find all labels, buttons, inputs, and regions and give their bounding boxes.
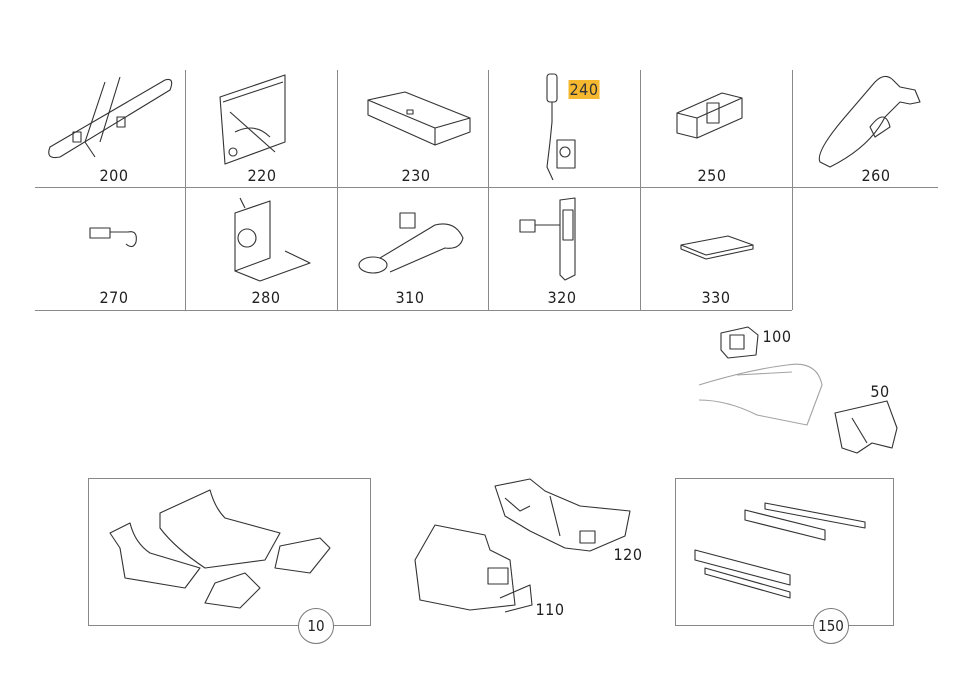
callout-150[interactable]: 150 xyxy=(813,608,849,644)
part-200-drawing[interactable] xyxy=(45,72,175,162)
part-120-drawing[interactable] xyxy=(490,476,635,561)
grid-divider-v4 xyxy=(640,70,641,310)
part-label-310[interactable]: 310 xyxy=(395,288,425,307)
highlighted-part-number: 240 xyxy=(568,80,600,99)
part-330-drawing[interactable] xyxy=(678,233,758,263)
part-label-220[interactable]: 220 xyxy=(247,166,277,185)
callout-110[interactable]: 110 xyxy=(535,600,565,619)
part-270-drawing[interactable] xyxy=(88,222,143,252)
grid-divider-h1 xyxy=(35,187,938,188)
part-label-280[interactable]: 280 xyxy=(251,288,281,307)
part-310-drawing[interactable] xyxy=(355,210,470,280)
part-110-drawing[interactable] xyxy=(410,520,535,615)
console-assembly-drawing xyxy=(698,363,823,426)
callout-100[interactable]: 100 xyxy=(762,327,792,346)
part-260-drawing[interactable] xyxy=(815,72,925,172)
part-label-260[interactable]: 260 xyxy=(861,166,891,185)
part-50-drawing[interactable] xyxy=(832,398,902,458)
part-10-drawing[interactable] xyxy=(105,488,355,609)
floor-mats-panel xyxy=(88,478,371,626)
part-250-drawing[interactable] xyxy=(672,88,747,143)
sill-strips-panel xyxy=(675,478,894,626)
part-150-drawing[interactable] xyxy=(690,500,880,600)
part-label-200[interactable]: 200 xyxy=(99,166,129,185)
part-320-drawing[interactable] xyxy=(515,195,590,285)
part-label-250[interactable]: 250 xyxy=(697,166,727,185)
grid-divider-h2 xyxy=(35,310,792,311)
grid-divider-v2 xyxy=(337,70,338,310)
callout-50[interactable]: 50 xyxy=(870,382,890,401)
part-label-270[interactable]: 270 xyxy=(99,288,129,307)
part-100-drawing[interactable] xyxy=(718,325,763,360)
part-280-drawing[interactable] xyxy=(215,193,315,288)
part-240-drawing[interactable] xyxy=(535,72,585,187)
grid-divider-v1 xyxy=(185,70,186,310)
part-label-240[interactable]: 240 xyxy=(568,80,600,99)
grid-divider-v3 xyxy=(488,70,489,310)
part-label-230[interactable]: 230 xyxy=(401,166,431,185)
part-label-320[interactable]: 320 xyxy=(547,288,577,307)
callout-10[interactable]: 10 xyxy=(298,608,334,644)
part-220-drawing[interactable] xyxy=(215,72,295,167)
callout-120[interactable]: 120 xyxy=(613,545,643,564)
part-230-drawing[interactable] xyxy=(365,90,475,150)
part-label-330[interactable]: 330 xyxy=(701,288,731,307)
grid-divider-v5 xyxy=(792,70,793,310)
